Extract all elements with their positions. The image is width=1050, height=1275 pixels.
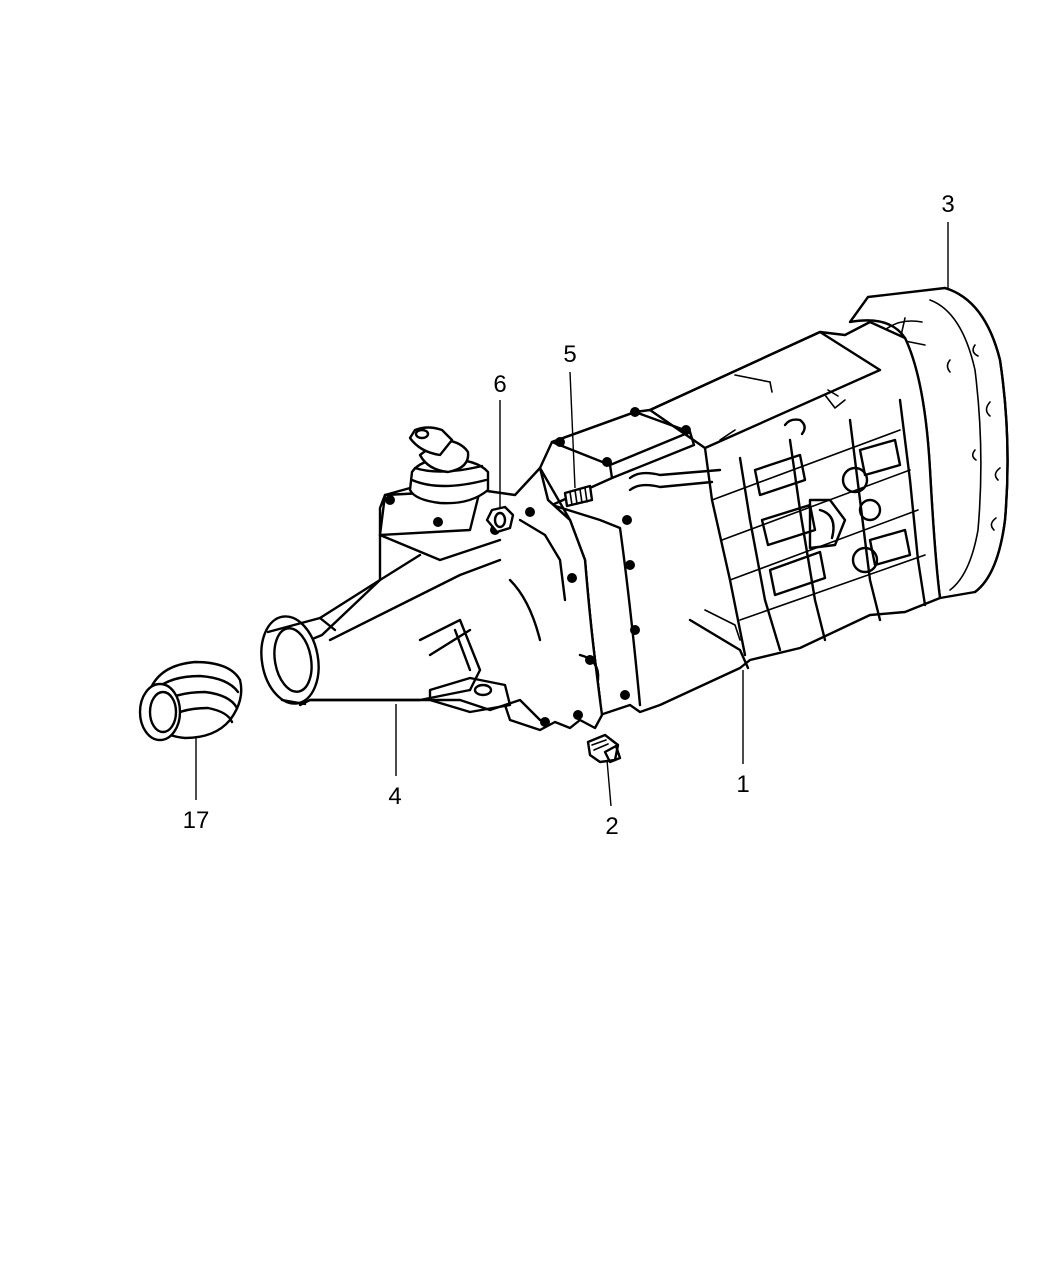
callout-5: 5 (563, 341, 576, 368)
callout-3: 3 (941, 191, 954, 218)
callout-17: 17 (183, 807, 210, 834)
callout-2: 2 (605, 813, 618, 840)
leader-lines (195, 222, 949, 807)
callout-6: 6 (493, 371, 506, 398)
part-5-stud[interactable] (563, 484, 594, 508)
callout-labels: 3 5 6 1 2 4 17 (183, 191, 955, 840)
part-4-extension-housing[interactable] (255, 426, 604, 732)
leader-2 (606, 759, 612, 807)
part-1-transmission-case[interactable] (538, 320, 942, 717)
part-6-nut[interactable] (485, 505, 515, 534)
callout-4: 4 (388, 783, 401, 810)
leader-5 (569, 371, 576, 489)
part-17-boot[interactable] (138, 660, 243, 742)
part-2-drain-plug[interactable] (586, 733, 622, 764)
callout-1: 1 (736, 771, 749, 798)
